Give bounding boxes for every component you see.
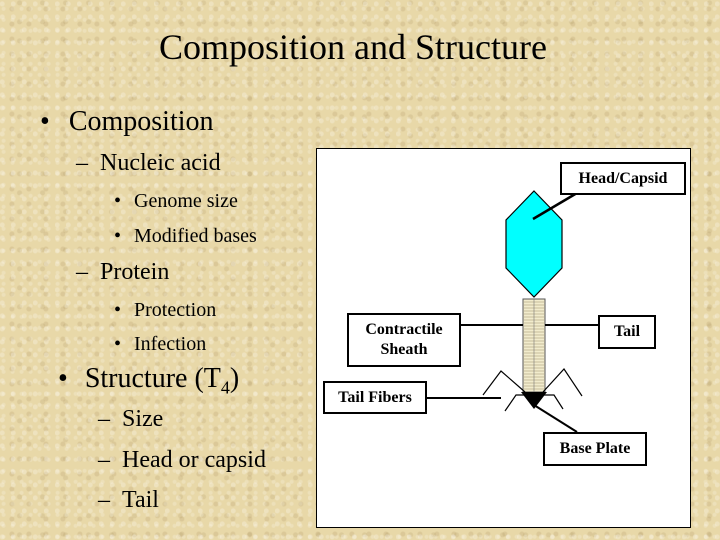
label-line: Contractile (365, 321, 443, 338)
bullet-protection: • Protection (114, 299, 216, 322)
bullet-infection: • Infection (114, 333, 206, 356)
label-tail: Tail (598, 315, 656, 349)
dash-marker: – (98, 406, 110, 432)
bullet-marker: • (114, 190, 122, 212)
bullet-text: Protection (134, 299, 217, 321)
label-line: Sheath (380, 341, 428, 358)
tail-fiber-right (542, 368, 583, 397)
bullet-text: Modified bases (134, 225, 257, 247)
bullet-text: Nucleic acid (100, 150, 221, 176)
dash-marker: – (98, 487, 110, 513)
bullet-structure: • Structure (T4) (58, 363, 239, 399)
bullet-modified-bases: • Modified bases (114, 225, 257, 248)
pointer-head-capsid (532, 191, 578, 221)
dash-marker: – (76, 259, 88, 285)
bullet-composition: • Composition (40, 106, 214, 138)
bullet-marker: • (40, 106, 50, 137)
bullet-tail: – Tail (98, 487, 159, 514)
bullet-marker: • (114, 225, 122, 247)
bullet-marker: • (58, 363, 68, 394)
tail-fiber-left-inner (504, 394, 527, 412)
bullet-text: Genome size (134, 190, 238, 212)
bullet-text: Head or capsid (122, 447, 266, 473)
label-base-plate: Base Plate (543, 432, 647, 466)
bullet-marker: • (114, 333, 122, 355)
bullet-text: Tail (122, 487, 159, 513)
bacteriophage-diagram: Head/Capsid Contractile Sheath Tail Tail… (316, 148, 691, 528)
capsid-head (505, 190, 563, 298)
bullet-text: Composition (68, 106, 214, 137)
bullet-genome-size: • Genome size (114, 190, 238, 213)
phage-drawing (425, 190, 599, 433)
pointer-base-plate (533, 404, 578, 433)
bullet-text: Structure (T4) (84, 363, 240, 398)
label-contractile-sheath: Contractile Sheath (347, 313, 461, 367)
label-head-capsid: Head/Capsid (560, 162, 686, 195)
tail-fiber-right-inner (541, 394, 564, 410)
label-tail-fibers: Tail Fibers (323, 381, 427, 414)
tail-fiber-left (482, 370, 526, 396)
bullet-protein: – Protein (76, 259, 169, 286)
bullet-text: Size (122, 406, 164, 432)
bullet-marker: • (114, 299, 122, 321)
bullet-size: – Size (98, 406, 163, 433)
bullet-nucleic-acid: – Nucleic acid (76, 150, 221, 177)
dash-marker: – (98, 447, 110, 473)
bullet-text: Infection (134, 333, 207, 355)
base-plate (521, 392, 547, 409)
slide-title: Composition and Structure (159, 27, 547, 67)
bullet-text: Protein (100, 259, 170, 285)
bullet-head-or-capsid: – Head or capsid (98, 447, 266, 474)
dash-marker: – (76, 150, 88, 176)
